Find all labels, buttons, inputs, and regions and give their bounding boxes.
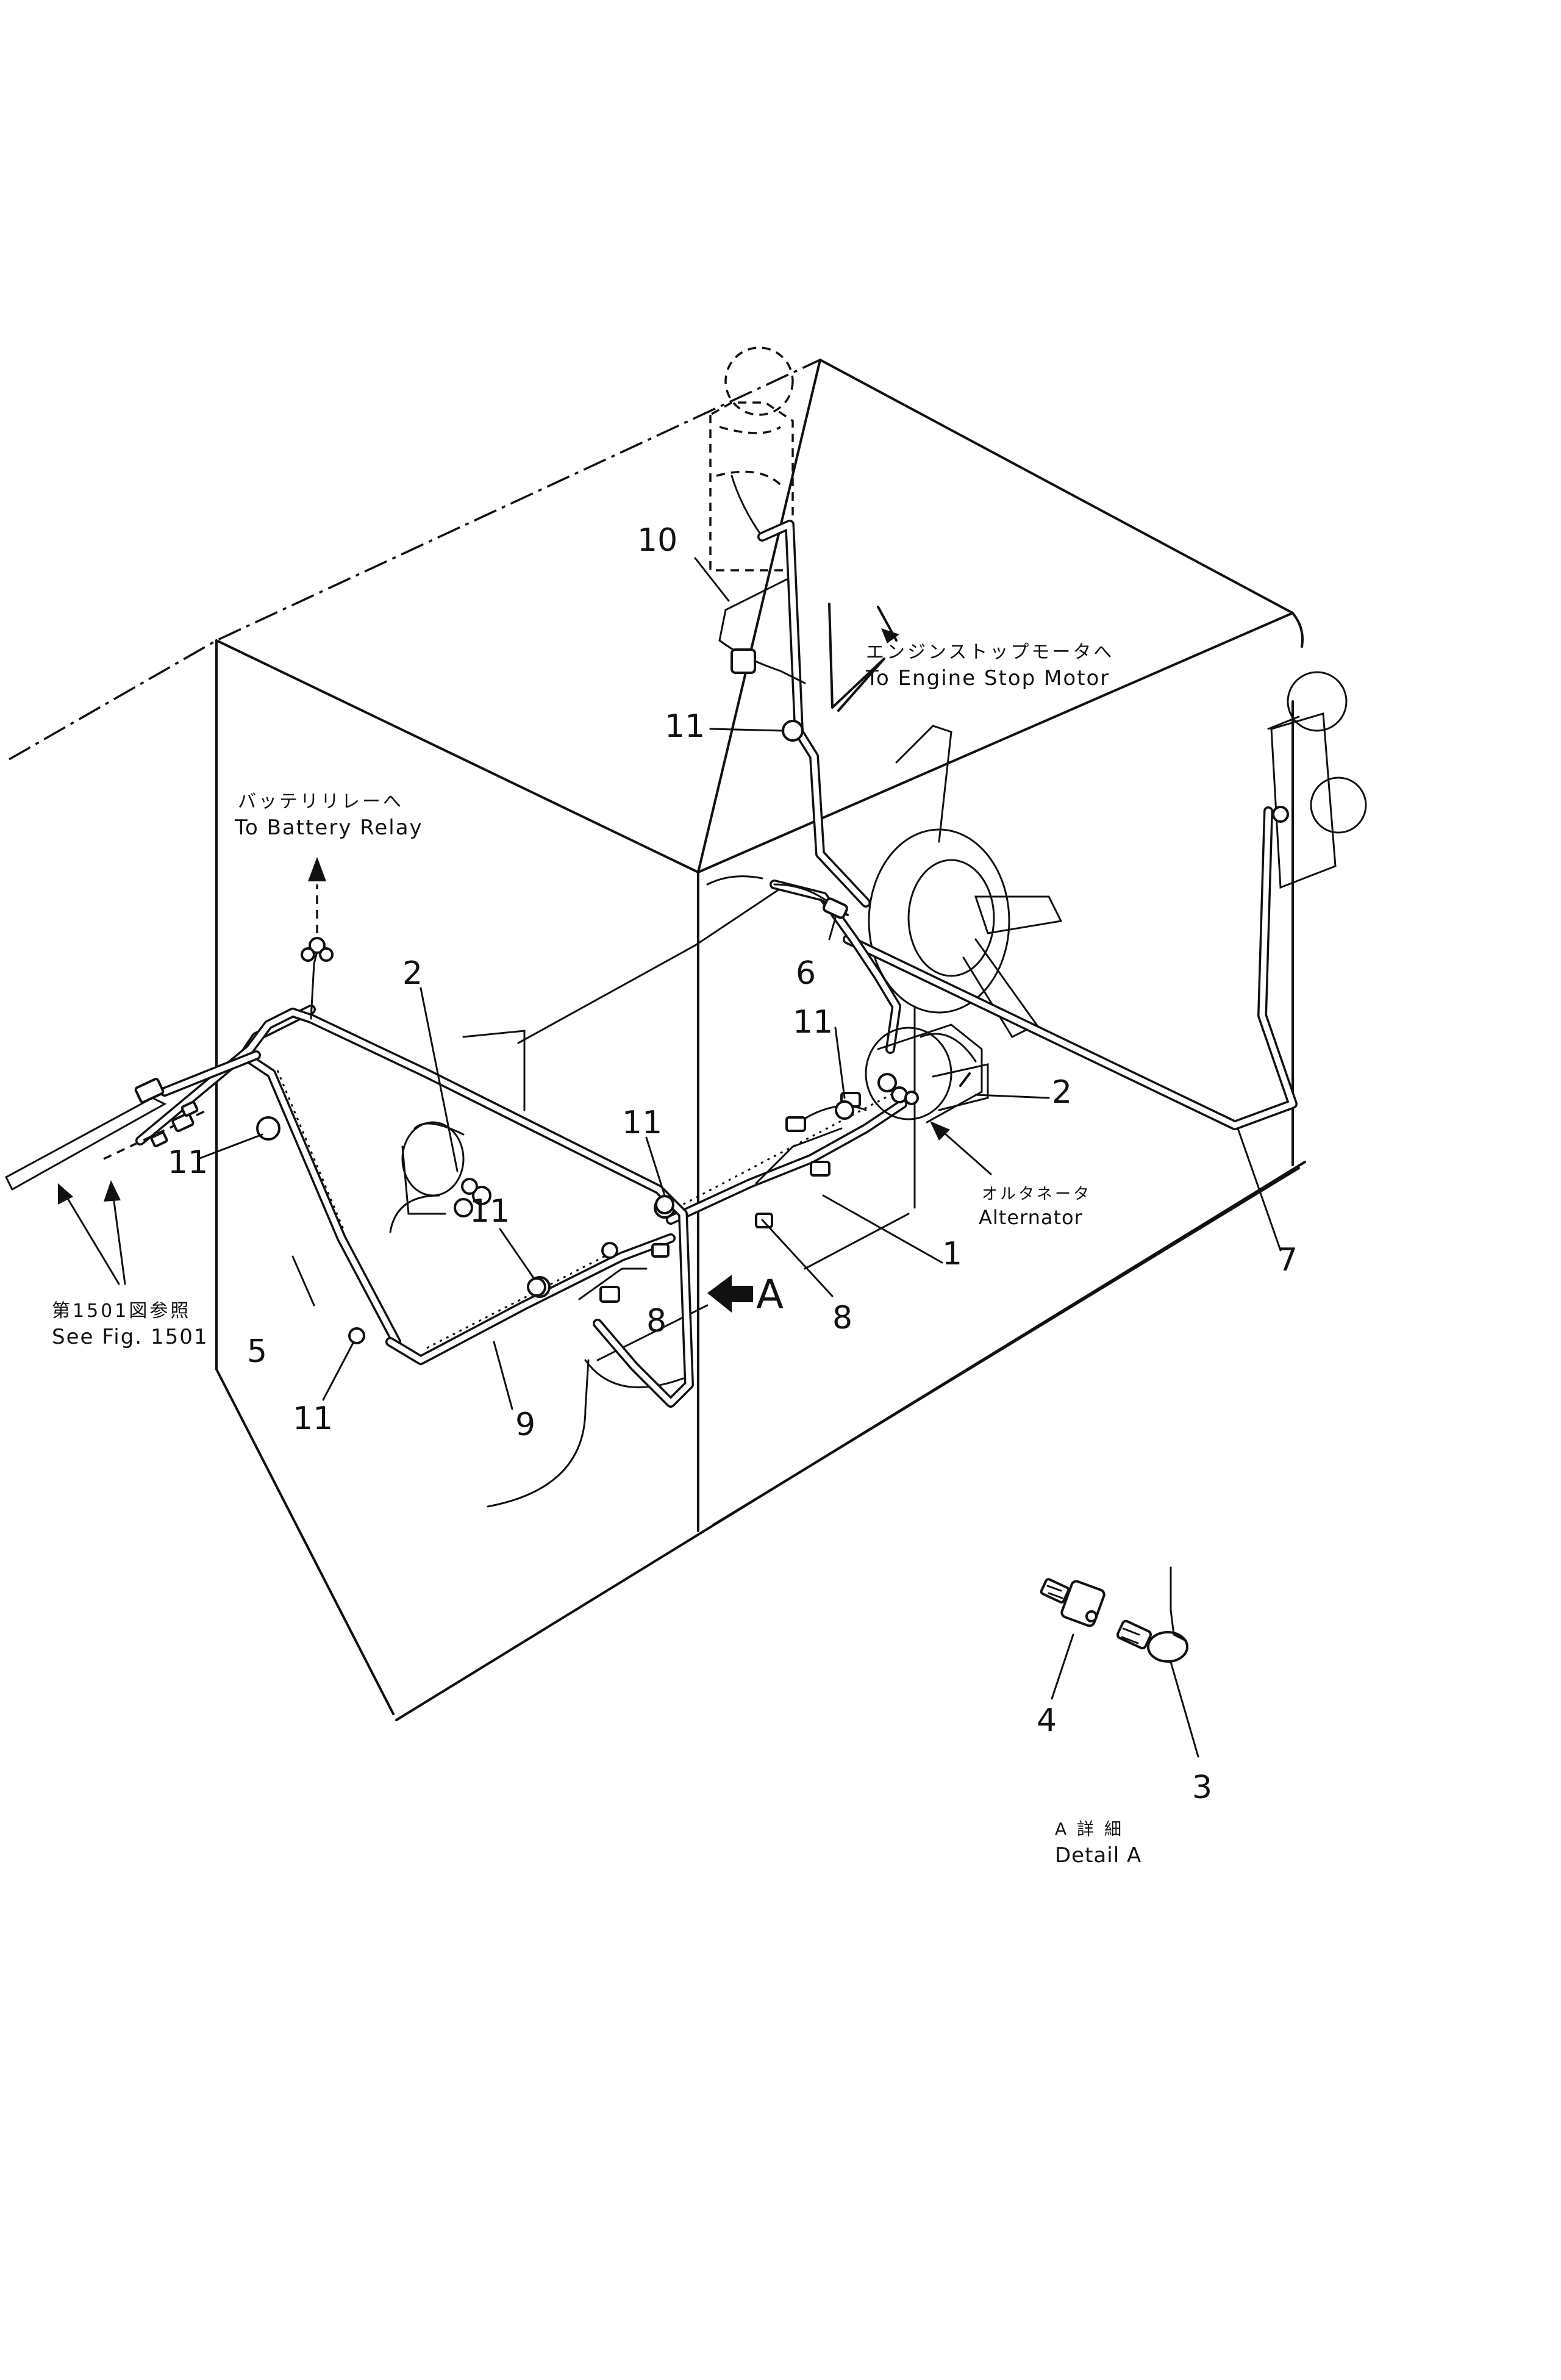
- harness-7: [843, 806, 1298, 1130]
- callout-11-lower: 11: [470, 1193, 510, 1230]
- see-fig-note-en: See Fig. 1501: [52, 1325, 209, 1349]
- harness-5: [239, 1005, 401, 1347]
- callout-9: 9: [515, 1407, 536, 1443]
- harness-main-loop: [135, 937, 694, 1408]
- view-direction-arrow-icon: [707, 1275, 753, 1313]
- battery-relay-note-jp: バッテリリレーへ: [238, 791, 404, 812]
- callout-8-left: 8: [646, 1303, 667, 1339]
- view-a-label: A: [756, 1271, 784, 1318]
- sensor-6-wiring: [770, 880, 901, 1054]
- detail-a-en: Detail A: [1055, 1843, 1142, 1868]
- callout-1: 1: [942, 1236, 963, 1272]
- machine-frame-outline: [9, 359, 1306, 1721]
- harness-10: [718, 520, 898, 908]
- callout-3: 3: [1192, 1769, 1213, 1806]
- detail-a-jp: A 詳 細: [1055, 1819, 1124, 1839]
- harness-1: [666, 1091, 907, 1225]
- callout-11-left: 11: [168, 1144, 209, 1181]
- alternator: [865, 1023, 989, 1124]
- callout-5: 5: [247, 1333, 268, 1370]
- see-fig-note-jp: 第1501図参照: [52, 1300, 191, 1322]
- callout-2-left: 2: [402, 955, 423, 992]
- leader-lines: [58, 557, 1282, 1410]
- clamps-11: [348, 1100, 854, 1344]
- callout-6: 6: [796, 955, 816, 992]
- engine-stop-note-jp: エンジンストップモータへ: [866, 642, 1115, 663]
- rear-lamp-assembly: [1267, 671, 1367, 889]
- callout-11-alternator: 11: [793, 1004, 834, 1041]
- radiator-fan: [868, 725, 1063, 1063]
- callout-11-center: 11: [622, 1105, 663, 1141]
- callout-7: 7: [1277, 1242, 1298, 1278]
- callout-11-bottom: 11: [293, 1400, 334, 1437]
- callout-4: 4: [1037, 1702, 1057, 1739]
- callout-2-right: 2: [1052, 1074, 1073, 1111]
- solenoid-left: [401, 1121, 491, 1217]
- detail-a-parts: [1040, 1566, 1199, 1758]
- callout-8-right: 8: [832, 1300, 853, 1336]
- engine-stop-motor: [709, 346, 794, 572]
- alternator-note-en: Alternator: [979, 1206, 1083, 1229]
- sensor-connectors-8: [578, 1213, 773, 1303]
- callout-10: 10: [637, 522, 678, 559]
- engine-stop-note-en: To Engine Stop Motor: [866, 666, 1110, 690]
- battery-relay-note-en: To Battery Relay: [235, 815, 423, 840]
- callout-11-top: 11: [665, 708, 705, 745]
- alternator-note-jp: オルタネータ: [982, 1185, 1092, 1203]
- left-harness-ends: [5, 1050, 261, 1191]
